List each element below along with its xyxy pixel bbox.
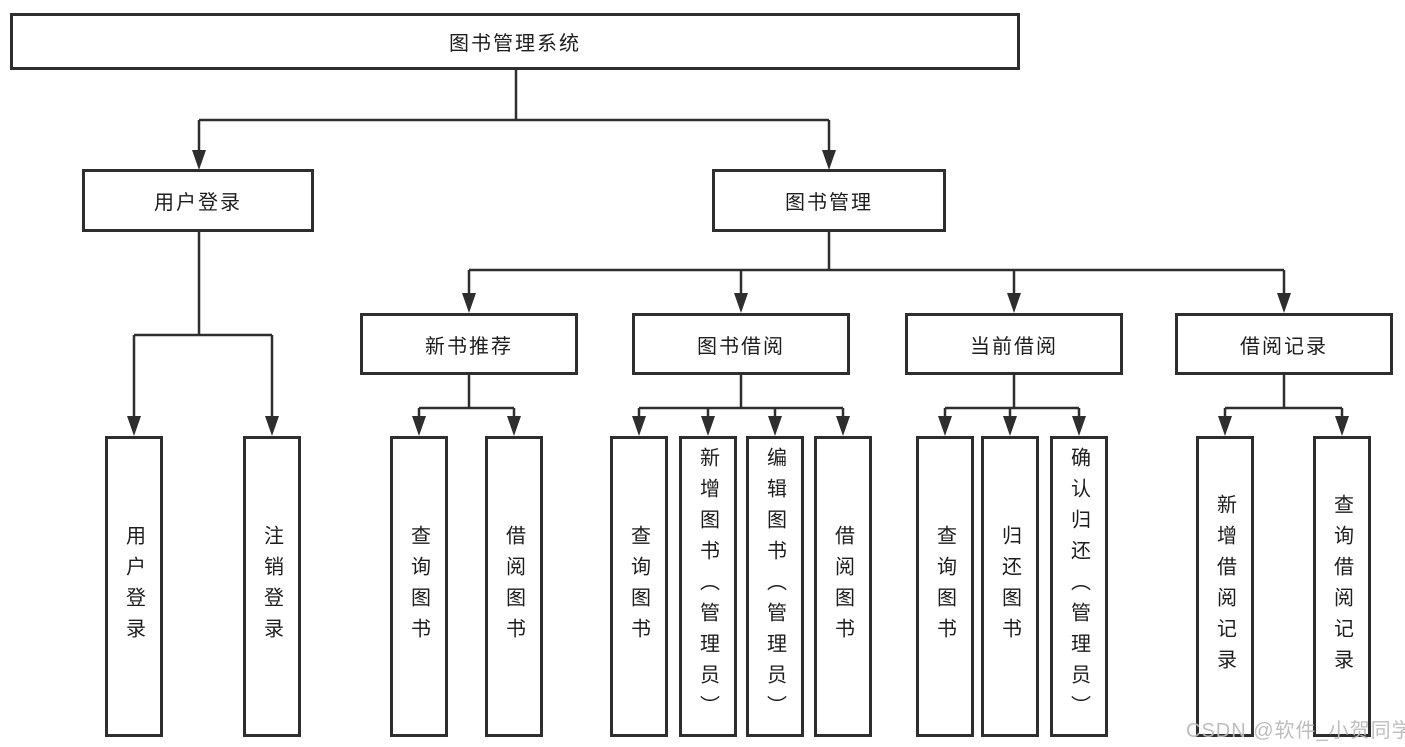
leaf-borrow-query-books: 查询图书 — [610, 436, 668, 737]
node-user-login: 用户登录 — [82, 169, 314, 232]
node-new-book-recommend: 新书推荐 — [360, 313, 578, 375]
node-book-borrow: 图书借阅 — [632, 313, 850, 375]
leaf-recommend-borrow-books: 借阅图书 — [485, 436, 543, 737]
leaf-logout: 注销登录 — [243, 436, 301, 737]
node-borrow-record: 借阅记录 — [1175, 313, 1393, 375]
node-book-management: 图书管理 — [712, 169, 946, 232]
leaf-borrow-books: 借阅图书 — [814, 436, 872, 737]
leaf-recommend-query-books: 查询图书 — [390, 436, 448, 737]
leaf-add-borrow-record: 新增借阅记录 — [1196, 436, 1254, 737]
leaf-user-login: 用户登录 — [105, 436, 163, 737]
leaf-query-borrow-record: 查询借阅记录 — [1313, 436, 1371, 737]
leaf-edit-books-admin: 编辑图书（管理员） — [746, 436, 804, 737]
leaf-current-query-books: 查询图书 — [916, 436, 974, 737]
node-current-borrow: 当前借阅 — [905, 313, 1123, 375]
leaf-confirm-return-admin: 确认归还（管理员） — [1050, 436, 1108, 737]
node-root-library-system: 图书管理系统 — [10, 13, 1020, 70]
leaf-add-books-admin: 新增图书（管理员） — [679, 436, 737, 737]
watermark: CSDN @软件_小贺同学 — [1186, 720, 1405, 742]
leaf-return-books: 归还图书 — [981, 436, 1039, 737]
